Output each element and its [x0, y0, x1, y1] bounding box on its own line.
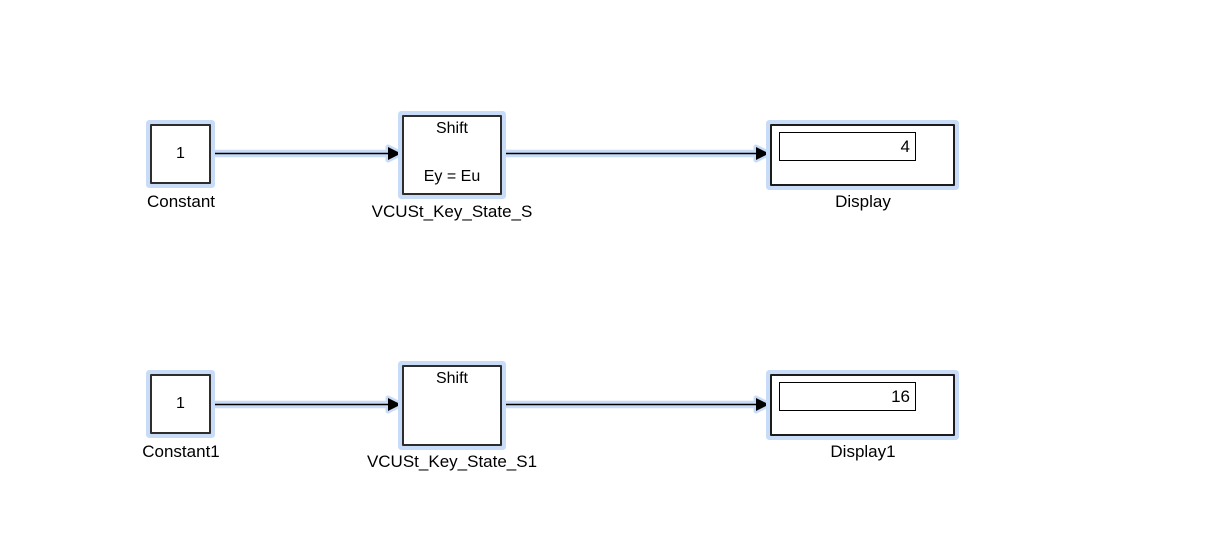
shift-block[interactable]: Shift	[402, 365, 502, 446]
block-label-display[interactable]: Display1	[830, 442, 896, 461]
signal-line[interactable]	[211, 144, 404, 163]
arrowhead-icon	[756, 147, 769, 160]
block-label-shift[interactable]: VCUSt_Key_State_S	[371, 202, 533, 221]
arrowhead-icon	[756, 398, 769, 411]
constant-value: 1	[176, 145, 185, 162]
arrowhead-icon	[388, 147, 401, 160]
signal-line[interactable]	[502, 395, 772, 414]
display-block[interactable]: 4	[770, 124, 955, 186]
shift-block[interactable]: Shift Ey = Eu	[402, 115, 502, 195]
block-label-shift[interactable]: VCUSt_Key_State_S1	[366, 452, 538, 471]
display-value: 4	[900, 137, 910, 156]
block-label-constant[interactable]: Constant1	[142, 442, 220, 461]
constant-block[interactable]: 1	[150, 124, 211, 184]
display-value-field: 16	[779, 382, 916, 411]
shift-title: Shift	[435, 370, 468, 387]
display-value-field: 4	[779, 132, 916, 161]
constant-block[interactable]: 1	[150, 374, 211, 434]
block-label-display[interactable]: Display	[835, 192, 891, 211]
arrowhead-icon	[388, 398, 401, 411]
block-label-constant[interactable]: Constant	[146, 192, 216, 211]
constant-value: 1	[176, 395, 185, 412]
shift-title: Shift	[435, 120, 468, 137]
display-block[interactable]: 16	[770, 374, 955, 436]
signal-line[interactable]	[211, 395, 404, 414]
display-value: 16	[891, 387, 910, 406]
shift-equation: Ey = Eu	[423, 168, 481, 185]
signal-line[interactable]	[502, 144, 772, 163]
